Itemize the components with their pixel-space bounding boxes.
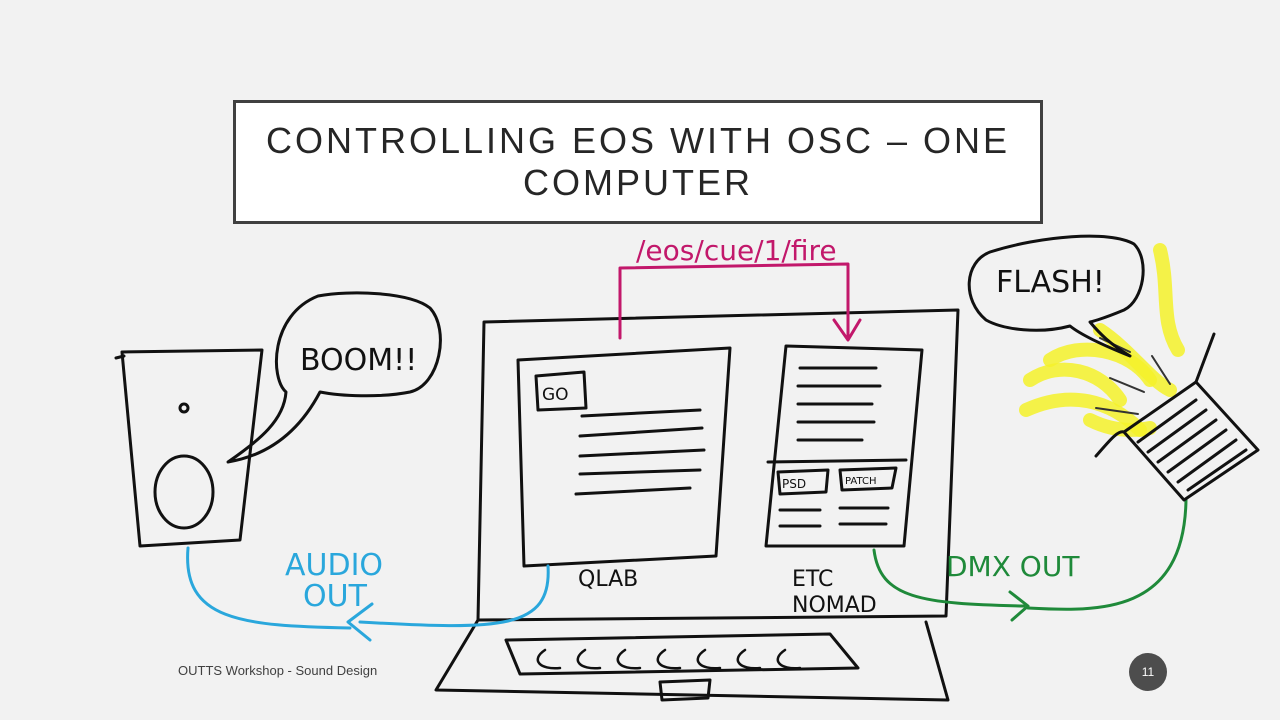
psd-tab-label: PSD bbox=[782, 477, 806, 491]
light-speech-bubble bbox=[967, 234, 1145, 358]
audio-out-label-line2: OUT bbox=[303, 579, 368, 614]
audio-out-line bbox=[186, 546, 550, 642]
speaker-speech-bubble: BOOM!! bbox=[226, 291, 442, 464]
nomad-label: NOMAD bbox=[792, 593, 877, 618]
page-number-badge: 11 bbox=[1129, 653, 1167, 691]
flash-rays bbox=[1095, 337, 1171, 415]
dmx-out-line bbox=[872, 498, 1188, 622]
dmx-out-label: DMX OUT bbox=[946, 550, 1080, 583]
qlab-window bbox=[516, 346, 732, 568]
go-button-label: GO bbox=[542, 385, 569, 405]
nomad-window bbox=[764, 344, 924, 548]
flash-glow bbox=[1019, 243, 1185, 437]
patch-tab-label: PATCH bbox=[845, 476, 876, 487]
slide-footer: OUTTS Workshop - Sound Design bbox=[178, 663, 378, 678]
etc-label: ETC bbox=[792, 567, 833, 592]
speaker-bubble-text: BOOM!! bbox=[300, 343, 417, 378]
light-fixture bbox=[1094, 332, 1260, 502]
keyboard-keys bbox=[536, 648, 802, 670]
qlab-label: QLAB bbox=[578, 567, 638, 592]
slide-title: CONTROLLING EOS WITH OSC – ONE COMPUTER bbox=[265, 120, 1011, 203]
light-bubble-text: FLASH! bbox=[996, 265, 1105, 300]
laptop bbox=[434, 308, 960, 702]
speaker bbox=[114, 348, 264, 548]
osc-message-label: /eos/cue/1/fire bbox=[636, 234, 837, 267]
title-box: CONTROLLING EOS WITH OSC – ONE COMPUTER bbox=[233, 100, 1043, 224]
audio-out-label-line1: AUDIO bbox=[285, 548, 383, 583]
osc-arrow bbox=[618, 262, 862, 342]
